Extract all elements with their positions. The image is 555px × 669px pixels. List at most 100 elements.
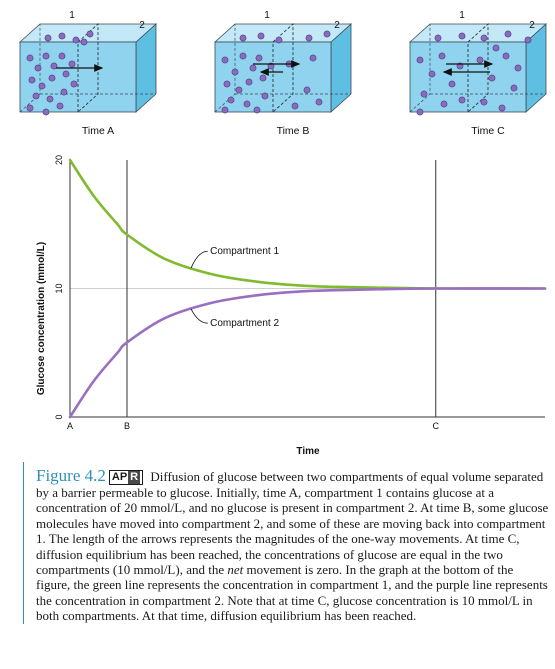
series-label-compartment-2: Compartment 2 <box>210 318 279 329</box>
caption-text-2: movement is zero. In the graph at the bo… <box>36 562 548 624</box>
panel-time-label: Time B <box>277 125 310 137</box>
glucose-molecule <box>448 80 456 88</box>
glucose-molecule <box>28 76 36 84</box>
y-tick-label: 20 <box>54 155 64 165</box>
glucose-molecule <box>38 82 46 90</box>
compartment-number-1: 1 <box>264 10 270 21</box>
glucose-molecule <box>416 108 424 116</box>
glucose-molecule <box>243 100 251 108</box>
glucose-molecule <box>58 32 66 40</box>
series-line-compartment-2 <box>68 287 547 419</box>
glucose-molecule <box>249 64 257 72</box>
glucose-molecule <box>498 104 506 112</box>
glucose-molecule <box>68 60 76 68</box>
figure-number: Figure 4.2 <box>36 466 106 485</box>
y-axis-title: Glucose concentration (mmol/L) <box>36 242 47 395</box>
glucose-molecule <box>309 54 317 62</box>
panel-time-label: Time C <box>471 125 505 137</box>
concentration-chart: 0 10 20A B C Glucose concentration (mmol/L) Ti… <box>36 155 547 457</box>
glucose-molecule <box>86 30 94 38</box>
glucose-molecule <box>239 34 247 42</box>
label-leader-2 <box>190 308 208 324</box>
glucose-molecule <box>480 34 488 42</box>
x-tick-label: C <box>433 421 440 431</box>
caption-net-word: net <box>227 562 244 578</box>
glucose-molecule <box>257 32 265 40</box>
x-tick-label: A <box>67 421 73 431</box>
glucose-molecule <box>221 106 229 114</box>
x-tick-label: B <box>124 421 130 431</box>
glucose-molecule <box>502 52 510 60</box>
compartment-number-1: 1 <box>459 10 465 21</box>
glucose-molecule <box>60 88 68 96</box>
glucose-molecule <box>56 102 64 110</box>
glucose-molecule <box>259 74 267 82</box>
glucose-molecule <box>440 100 448 108</box>
glucose-molecule <box>239 52 247 60</box>
glucose-molecule <box>438 52 446 60</box>
glucose-molecule <box>34 64 42 72</box>
glucose-molecule <box>434 34 442 42</box>
series-line-compartment-1 <box>68 158 547 290</box>
glucose-molecule <box>458 96 466 104</box>
glucose-molecule <box>476 56 484 64</box>
panel-time-label: Time A <box>82 125 114 137</box>
glucose-molecule <box>255 54 263 62</box>
glucose-molecule <box>26 54 34 62</box>
compartment-number-1: 1 <box>69 10 75 21</box>
glucose-molecule <box>488 74 496 82</box>
compartment-number-2: 2 <box>334 20 340 31</box>
glucose-molecule <box>231 68 239 76</box>
glucose-molecule <box>227 96 235 104</box>
compartment-number-2: 2 <box>139 20 145 31</box>
y-tick-label: 10 <box>54 283 64 293</box>
glucose-molecule <box>42 108 50 116</box>
glucose-molecule <box>62 70 70 78</box>
glucose-molecule <box>492 44 500 52</box>
glucose-molecule <box>80 38 88 46</box>
box-top-face <box>213 23 353 43</box>
glucose-molecule <box>50 62 58 70</box>
glucose-molecule <box>44 34 52 42</box>
glucose-molecule <box>303 86 311 94</box>
glucose-molecule <box>416 56 424 64</box>
glucose-molecule <box>223 80 231 88</box>
glucose-molecule <box>42 52 50 60</box>
glucose-molecule <box>46 95 54 103</box>
glucose-molecule <box>221 56 229 64</box>
glucose-molecule <box>323 30 331 38</box>
glucose-molecule <box>315 98 323 106</box>
apr-badge-r: R <box>128 471 141 484</box>
series-label-compartment-1: Compartment 1 <box>210 246 279 257</box>
glucose-molecule <box>72 36 80 44</box>
glucose-molecule <box>48 74 56 82</box>
glucose-molecule <box>305 34 313 42</box>
glucose-molecule <box>70 80 78 88</box>
label-leader-1 <box>190 250 208 269</box>
glucose-molecule <box>291 102 299 110</box>
glucose-molecule <box>58 52 66 60</box>
glucose-molecule <box>261 92 269 100</box>
glucose-molecule <box>428 70 436 78</box>
barrier-membrane <box>77 22 99 113</box>
caption-text-1: Diffusion of glucose between two compart… <box>36 469 549 578</box>
glucose-molecule <box>458 32 466 40</box>
glucose-molecule <box>480 98 488 106</box>
glucose-molecule <box>235 86 243 94</box>
glucose-molecule <box>245 78 253 86</box>
glucose-molecule <box>514 64 522 72</box>
glucose-molecule <box>32 92 40 100</box>
glucose-molecule <box>504 30 512 38</box>
glucose-molecule <box>420 90 428 98</box>
glucose-molecule <box>253 106 261 114</box>
x-axis-title: Time <box>296 446 320 457</box>
glucose-molecule <box>275 36 283 44</box>
y-tick-label: 0 <box>54 414 64 419</box>
compartment-number-2: 2 <box>529 20 535 31</box>
apr-badge-label: AP <box>111 471 128 483</box>
